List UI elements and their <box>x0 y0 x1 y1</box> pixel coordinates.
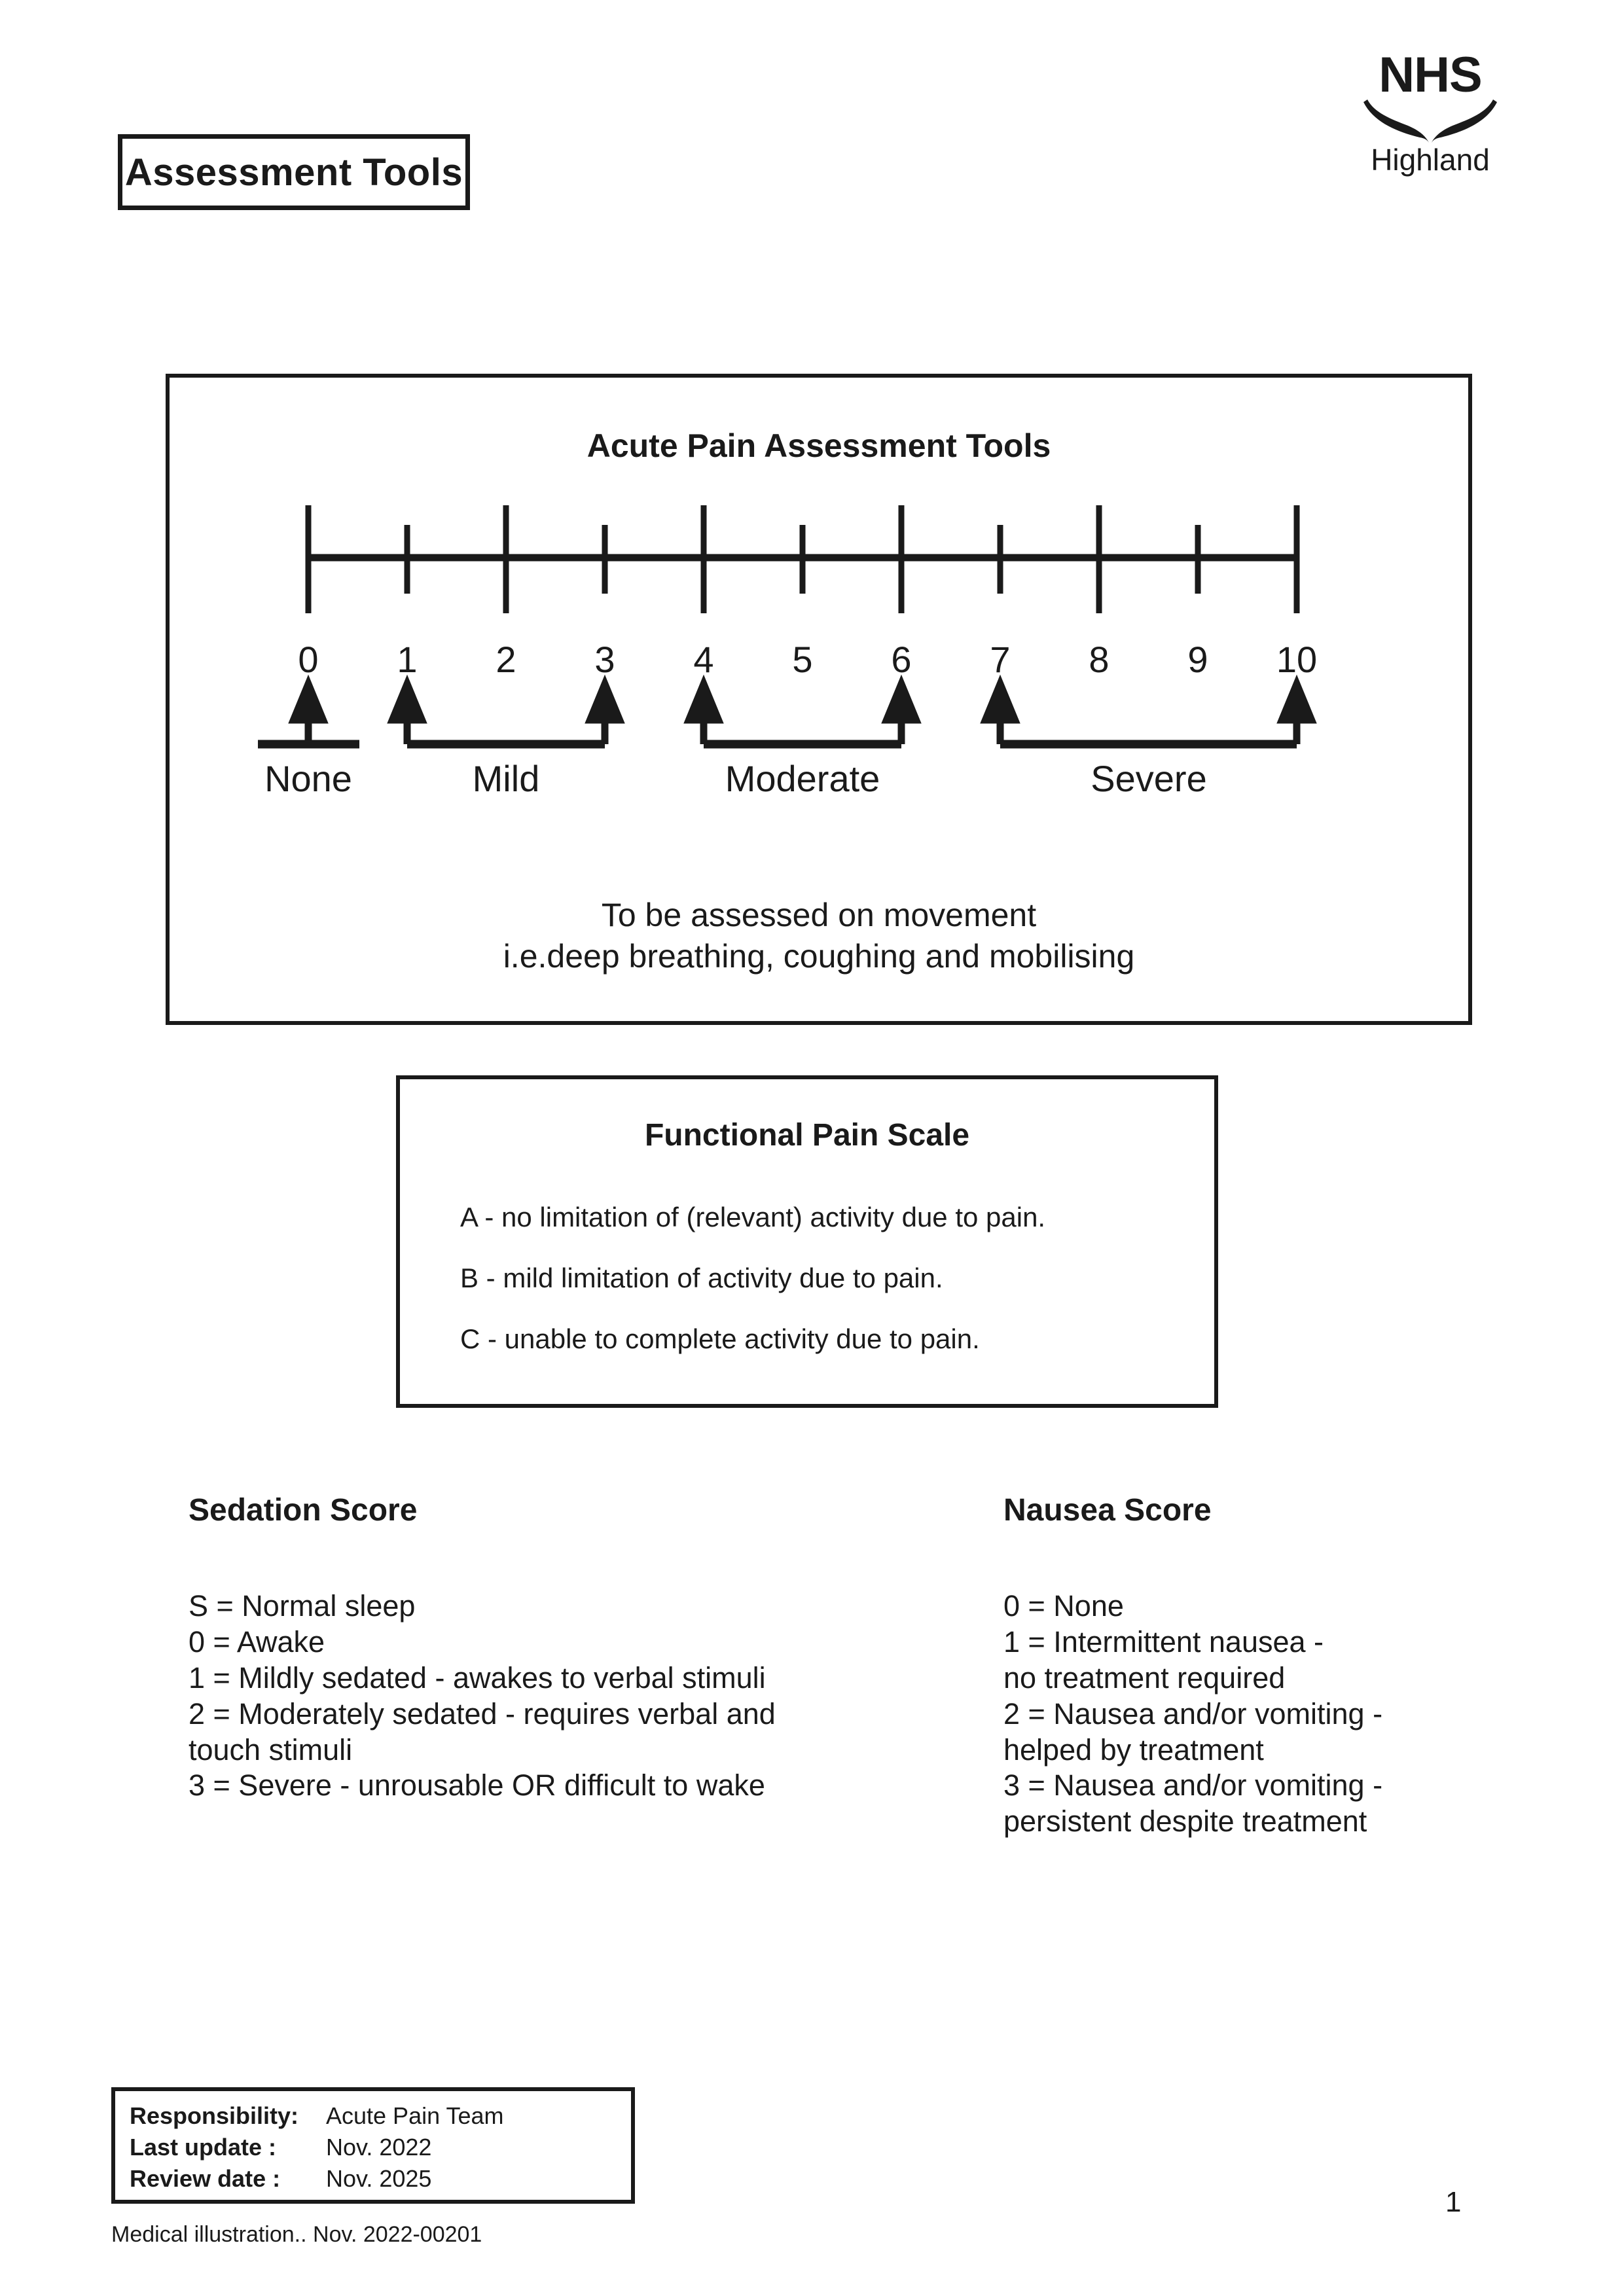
nausea-score-section: Nausea Score 0 = None 1 = Intermittent n… <box>1003 1492 1527 1840</box>
list-item: 1 = Intermittent nausea - no treatment r… <box>1003 1624 1324 1695</box>
last-update-label: Last update : <box>130 2133 277 2161</box>
scale-number-8: 8 <box>1089 639 1110 680</box>
responsibility-label: Responsibility: <box>130 2102 299 2129</box>
list-item: B - mild limitation of activity due to p… <box>460 1263 943 1293</box>
svg-text:NHS: NHS <box>1379 47 1481 103</box>
acute-pain-title: Acute Pain Assessment Tools <box>586 427 1051 464</box>
page-title-box: Assessment Tools <box>118 134 470 210</box>
list-item: 2 = Nausea and/or vomiting - helped by t… <box>1003 1696 1383 1767</box>
scale-number-9: 9 <box>1187 639 1208 680</box>
review-date-label: Review date : <box>130 2164 281 2192</box>
scale-number-0: 0 <box>298 639 319 680</box>
scale-number-2: 2 <box>496 639 516 680</box>
functional-pain-scale-box: Functional Pain Scale A - no limitation … <box>396 1075 1218 1408</box>
acute-pain-assessment-box: Acute Pain Assessment Tools <box>166 374 1472 1025</box>
pain-note-line1: To be assessed on movement <box>601 897 1037 933</box>
scale-number-5: 5 <box>792 639 813 680</box>
svg-text:Highland: Highland <box>1371 143 1490 177</box>
functional-pain-scale-list: A - no limitation of (relevant) activity… <box>460 1204 1188 1386</box>
category-label-none: None <box>264 758 352 799</box>
scale-number-3: 3 <box>594 639 615 680</box>
scale-number-7: 7 <box>990 639 1011 680</box>
medical-illustration-reference: Medical illustration.. Nov. 2022-00201 <box>111 2222 482 2247</box>
category-label-mild: Mild <box>472 758 540 799</box>
list-item: 0 = None <box>1003 1589 1124 1623</box>
last-update-value: Nov. 2022 <box>326 2133 432 2161</box>
list-item: 2 = Moderately sedated - requires verbal… <box>189 1696 776 1767</box>
list-item: C - unable to complete activity due to p… <box>460 1323 980 1354</box>
pain-note-line2: i.e.deep breathing, coughing and mobilis… <box>503 937 1135 975</box>
list-item: 0 = Awake <box>189 1624 325 1659</box>
document-metadata-box: Responsibility: Acute Pain Team Last upd… <box>111 2087 635 2204</box>
review-date-value: Nov. 2025 <box>326 2164 432 2192</box>
list-item: A - no limitation of (relevant) activity… <box>460 1202 1046 1232</box>
responsibility-value: Acute Pain Team <box>326 2102 504 2129</box>
table-row: Last update : Nov. 2022 <box>130 2132 631 2163</box>
list-item: 1 = Mildly sedated - awakes to verbal st… <box>189 1660 766 1695</box>
list-item: 3 = Nausea and/or vomiting - persistent … <box>1003 1768 1383 1839</box>
category-label-severe: Severe <box>1091 758 1207 799</box>
nausea-score-title: Nausea Score <box>1003 1493 1212 1528</box>
page-number: 1 <box>1445 2186 1462 2218</box>
table-row: Review date : Nov. 2025 <box>130 2163 631 2195</box>
page-title: Assessment Tools <box>124 151 463 194</box>
scale-number-6: 6 <box>891 639 912 680</box>
list-item: 3 = Severe - unrousable OR difficult to … <box>189 1768 765 1803</box>
list-item: S = Normal sleep <box>189 1589 416 1623</box>
table-row: Responsibility: Acute Pain Team <box>130 2100 631 2132</box>
pain-assessment-note: To be assessed on movement i.e.deep brea… <box>170 895 1468 977</box>
nhs-highland-logo: NHS Highland <box>1352 39 1509 177</box>
scale-number-1: 1 <box>397 639 418 680</box>
sedation-score-section: Sedation Score S = Normal sleep 0 = Awak… <box>189 1492 882 1804</box>
functional-pain-scale-title: Functional Pain Scale <box>644 1118 970 1153</box>
scale-number-4: 4 <box>693 639 714 680</box>
pain-scale-graphic <box>170 378 1468 1021</box>
sedation-score-title: Sedation Score <box>189 1493 418 1528</box>
category-label-moderate: Moderate <box>725 758 880 799</box>
scale-number-10: 10 <box>1276 639 1318 680</box>
